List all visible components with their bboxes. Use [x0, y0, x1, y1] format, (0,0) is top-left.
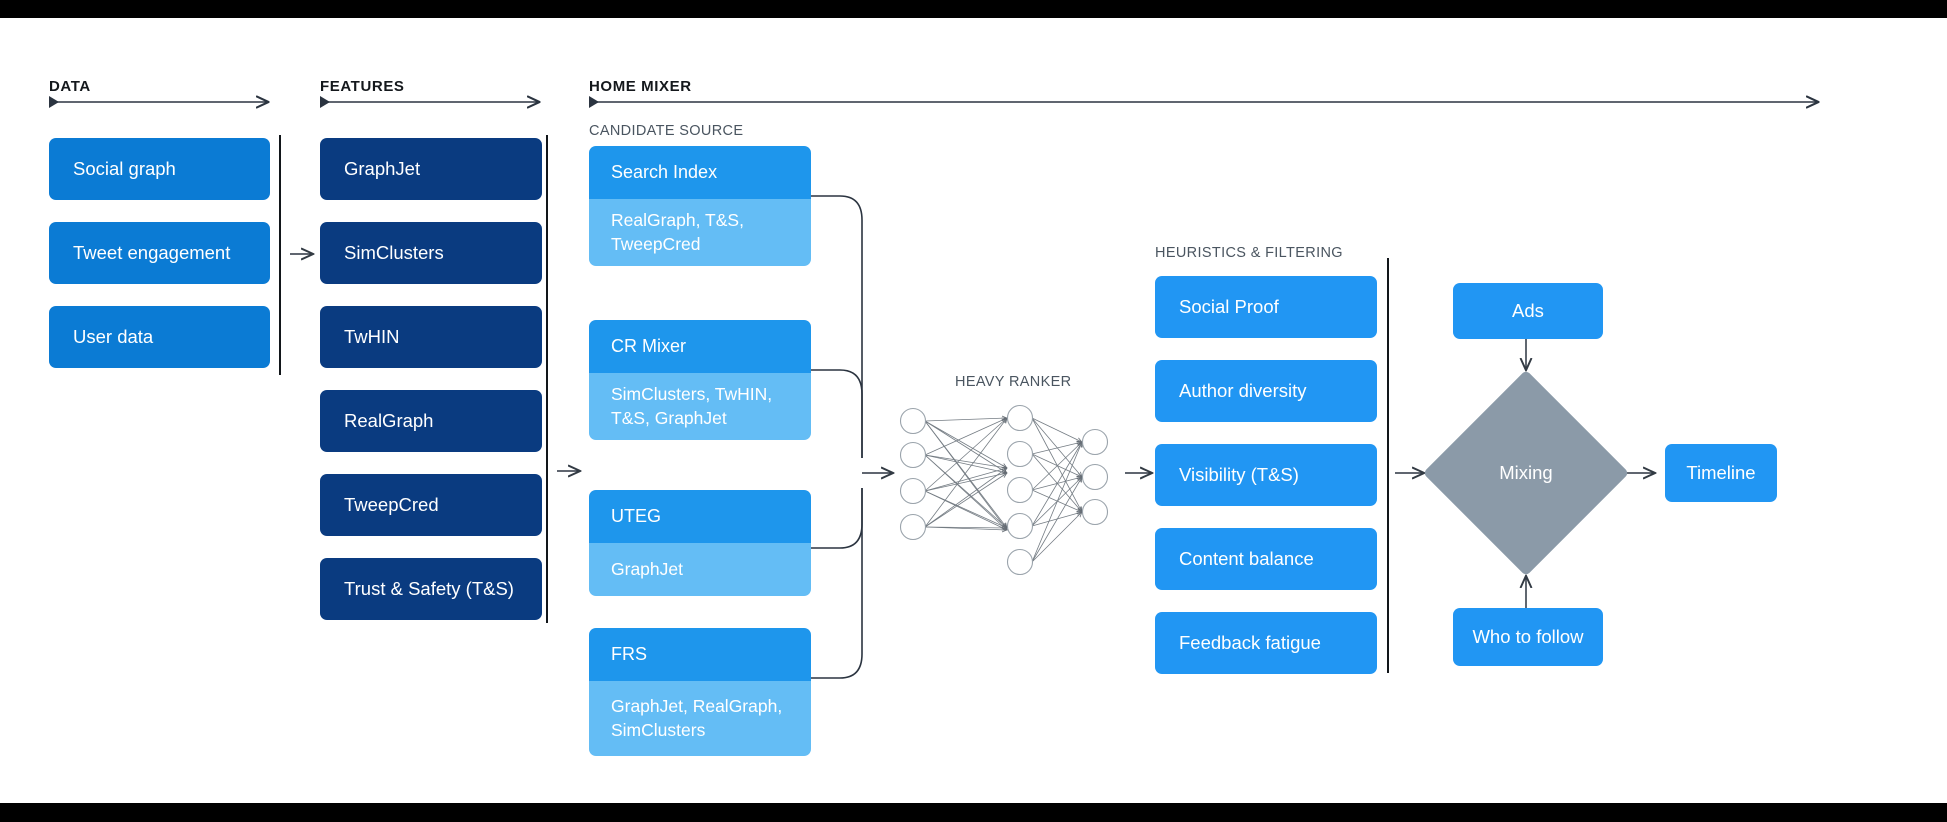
- heuristic-box-label: Author diversity: [1179, 380, 1307, 401]
- feature-box-tweepcred[interactable]: TweepCred: [320, 474, 542, 536]
- section-header-features: FEATURES: [320, 78, 405, 95]
- data-box-label: Tweet engagement: [73, 242, 231, 263]
- heuristic-box-label: Social Proof: [1179, 296, 1279, 317]
- candidate-source-name: CR Mixer: [589, 320, 811, 373]
- heuristic-box-social-proof[interactable]: Social Proof: [1155, 276, 1377, 338]
- feature-box-simclusters[interactable]: SimClusters: [320, 222, 542, 284]
- feature-box-label: GraphJet: [344, 158, 421, 179]
- candidate-source-cr-mixer[interactable]: CR Mixer SimClusters, TwHIN, T&S, GraphJ…: [589, 320, 811, 440]
- heuristic-box-label: Content balance: [1179, 548, 1314, 569]
- section-rule-data: [49, 96, 268, 108]
- subheader-heavy-ranker: HEAVY RANKER: [955, 374, 1072, 390]
- candidate-source-search-index[interactable]: Search Index RealGraph, T&S, TweepCred: [589, 146, 811, 266]
- subheader-heuristics-filtering: HEURISTICS & FILTERING: [1155, 245, 1343, 261]
- data-box-label: User data: [73, 326, 154, 347]
- subheader-candidate-source: CANDIDATE SOURCE: [589, 123, 744, 139]
- section-header-home-mixer: HOME MIXER: [589, 78, 692, 95]
- feature-box-label: SimClusters: [344, 242, 444, 263]
- feature-box-trust-and-safety[interactable]: Trust & Safety (T&S): [320, 558, 542, 620]
- candidate-source-uteg[interactable]: UTEG GraphJet: [589, 490, 811, 596]
- heuristic-box-author-diversity[interactable]: Author diversity: [1155, 360, 1377, 422]
- candidate-source-name: FRS: [589, 628, 811, 681]
- heuristic-box-label: Visibility (T&S): [1179, 464, 1299, 485]
- mixing-diamond-label: Mixing: [1499, 462, 1553, 483]
- terminal-box-label: Ads: [1512, 300, 1544, 321]
- candidate-source-frs[interactable]: FRS GraphJet, RealGraph, SimClusters: [589, 628, 811, 756]
- terminal-box-label: Timeline: [1686, 462, 1756, 483]
- feature-box-graphjet[interactable]: GraphJet: [320, 138, 542, 200]
- candidate-source-name: Search Index: [589, 146, 811, 199]
- data-box-user-data[interactable]: User data: [49, 306, 270, 368]
- candidate-source-features: GraphJet, RealGraph, SimClusters: [589, 681, 811, 756]
- feature-box-label: RealGraph: [344, 410, 434, 431]
- section-rule-home-mixer: [589, 96, 1818, 108]
- candidate-source-name: UTEG: [589, 490, 811, 543]
- feature-box-label: Trust & Safety (T&S): [344, 578, 514, 599]
- feature-box-realgraph[interactable]: RealGraph: [320, 390, 542, 452]
- feature-box-label: TwHIN: [344, 326, 400, 347]
- data-box-label: Social graph: [73, 158, 176, 179]
- terminal-box-label: Who to follow: [1472, 626, 1584, 647]
- data-box-social-graph[interactable]: Social graph: [49, 138, 270, 200]
- connector-layer: [49, 18, 1947, 679]
- divider-data-features: [279, 135, 281, 375]
- candidate-source-features: SimClusters, TwHIN, T&S, GraphJet: [589, 373, 811, 440]
- feature-box-twhin[interactable]: TwHIN: [320, 306, 542, 368]
- candidate-source-features: GraphJet: [589, 543, 811, 596]
- terminal-box-timeline[interactable]: Timeline: [1665, 444, 1777, 502]
- feature-box-label: TweepCred: [344, 494, 439, 515]
- candidate-bracket: [811, 195, 863, 679]
- divider-features-home-mixer: [546, 135, 548, 623]
- candidate-source-features: RealGraph, T&S, TweepCred: [589, 199, 811, 266]
- heavy-ranker-network: [899, 404, 1109, 576]
- section-header-data: DATA: [49, 78, 91, 95]
- section-rule-features: [320, 96, 539, 108]
- heuristic-box-visibility[interactable]: Visibility (T&S): [1155, 444, 1377, 506]
- terminal-box-ads[interactable]: Ads: [1453, 283, 1603, 339]
- data-box-tweet-engagement[interactable]: Tweet engagement: [49, 222, 270, 284]
- heuristic-box-content-balance[interactable]: Content balance: [1155, 528, 1377, 590]
- heuristic-box-feedback-fatigue[interactable]: Feedback fatigue: [1155, 612, 1377, 674]
- heuristic-box-label: Feedback fatigue: [1179, 632, 1321, 653]
- terminal-box-who-to-follow[interactable]: Who to follow: [1453, 608, 1603, 666]
- divider-heuristics-mixing: [1387, 258, 1389, 673]
- diagram-canvas: DATA FEATURES HOME MIXER CANDIDATE SOURC…: [0, 18, 1947, 803]
